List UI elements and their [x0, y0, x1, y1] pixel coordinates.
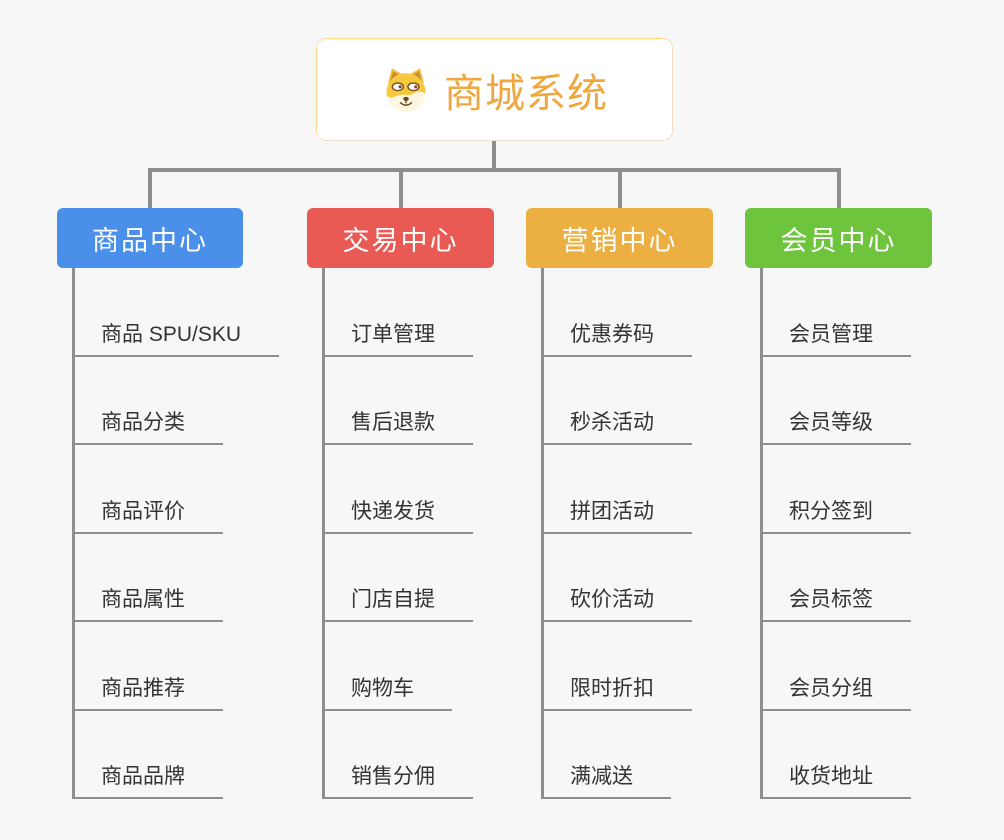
connector-drop-trade-center: [398, 168, 403, 208]
connector-drop-marketing-center: [617, 168, 622, 208]
child-topic-label: 商品 SPU/SKU: [101, 322, 242, 346]
branch-product-center: 商品中心商品 SPU/SKU 商品分类商品评价商品属性商品推荐商品品牌: [57, 208, 280, 800]
branch-node-marketing-center[interactable]: 营销中心: [526, 208, 713, 268]
branch-label: 营销中心: [561, 225, 678, 256]
child-topic[interactable]: 秒杀活动: [544, 357, 692, 446]
child-topic[interactable]: 积分签到: [763, 445, 911, 534]
branch-label: 交易中心: [342, 225, 459, 256]
branch-children-trade-center: 订单管理售后退款快递发货门店自提购物车销售分佣: [322, 268, 494, 800]
child-topic-label: 商品属性: [101, 588, 185, 612]
child-topic-label: 会员分组: [789, 676, 873, 700]
branch-node-trade-center[interactable]: 交易中心: [307, 208, 494, 268]
branch-children-marketing-center: 优惠券码秒杀活动拼团活动砍价活动限时折扣满减送: [541, 268, 713, 800]
child-topic[interactable]: 商品品牌: [75, 711, 223, 800]
child-topic-label: 会员标签: [789, 588, 873, 612]
child-topic[interactable]: 购物车: [325, 622, 452, 711]
branch-trade-center: 交易中心订单管理售后退款快递发货门店自提购物车销售分佣: [307, 208, 494, 800]
branch-children-member-center: 会员管理会员等级积分签到会员标签会员分组收货地址: [760, 268, 932, 800]
child-topic-label: 会员等级: [789, 411, 873, 435]
child-topic-label: 砍价活动: [570, 588, 654, 612]
branch-label: 商品中心: [92, 225, 208, 256]
child-topic-label: 快递发货: [351, 499, 435, 523]
connector-drop-member-center: [836, 168, 841, 208]
child-topic[interactable]: 销售分佣: [325, 711, 473, 800]
child-topic[interactable]: 优惠券码: [544, 268, 692, 357]
child-topic[interactable]: 商品推荐: [75, 622, 223, 711]
child-topic[interactable]: 订单管理: [325, 268, 473, 357]
child-topic[interactable]: 商品分类: [75, 357, 223, 446]
child-topic-label: 秒杀活动: [570, 411, 654, 435]
branch-member-center: 会员中心会员管理会员等级积分签到会员标签会员分组收货地址: [745, 208, 932, 800]
child-topic[interactable]: 会员标签: [763, 534, 911, 623]
root-title: 商城系统: [444, 71, 608, 116]
child-topic[interactable]: 快递发货: [325, 445, 473, 534]
child-topic-label: 门店自提: [351, 588, 435, 612]
child-topic-label: 商品分类: [101, 411, 185, 435]
child-topic-label: 收货地址: [789, 765, 873, 789]
connector-root-stub: [492, 141, 496, 172]
branch-node-member-center[interactable]: 会员中心: [745, 208, 932, 268]
doge-icon: [381, 66, 431, 113]
child-topic-label: 商品评价: [101, 499, 185, 523]
child-topic-label: 商品品牌: [101, 765, 185, 789]
child-topic-label: 会员管理: [789, 322, 873, 346]
child-topic-label: 订单管理: [351, 322, 435, 346]
child-topic-label: 限时折扣: [570, 676, 654, 700]
child-topic[interactable]: 限时折扣: [544, 622, 692, 711]
child-topic[interactable]: 商品 SPU/SKU: [75, 268, 280, 357]
connector-horizontal-rail: [148, 168, 840, 172]
child-topic[interactable]: 会员管理: [763, 268, 911, 357]
child-topic[interactable]: 售后退款: [325, 357, 473, 446]
child-topic-label: 销售分佣: [351, 765, 435, 789]
branch-label: 会员中心: [780, 225, 897, 256]
branch-marketing-center: 营销中心优惠券码秒杀活动拼团活动砍价活动限时折扣满减送: [526, 208, 713, 800]
child-topic-label: 拼团活动: [570, 499, 654, 523]
child-topic[interactable]: 会员分组: [763, 622, 911, 711]
child-topic-label: 满减送: [570, 765, 633, 789]
branch-children-product-center: 商品 SPU/SKU 商品分类商品评价商品属性商品推荐商品品牌: [72, 268, 280, 800]
child-topic[interactable]: 会员等级: [763, 357, 911, 446]
branch-node-product-center[interactable]: 商品中心: [57, 208, 243, 268]
child-topic-label: 购物车: [351, 676, 414, 700]
child-topic-label: 售后退款: [351, 411, 435, 435]
child-topic[interactable]: 收货地址: [763, 711, 911, 800]
child-topic[interactable]: 门店自提: [325, 534, 473, 623]
connector-drop-product-center: [148, 168, 152, 208]
child-topic-label: 积分签到: [789, 499, 873, 523]
child-topic-label: 商品推荐: [101, 676, 185, 700]
child-topic[interactable]: 商品属性: [75, 534, 223, 623]
child-topic[interactable]: 拼团活动: [544, 445, 692, 534]
child-topic[interactable]: 商品评价: [75, 445, 223, 534]
child-topic[interactable]: 砍价活动: [544, 534, 692, 623]
child-topic[interactable]: 满减送: [544, 711, 671, 800]
root-node[interactable]: 商城系统: [316, 38, 673, 141]
child-topic-label: 优惠券码: [570, 322, 654, 346]
